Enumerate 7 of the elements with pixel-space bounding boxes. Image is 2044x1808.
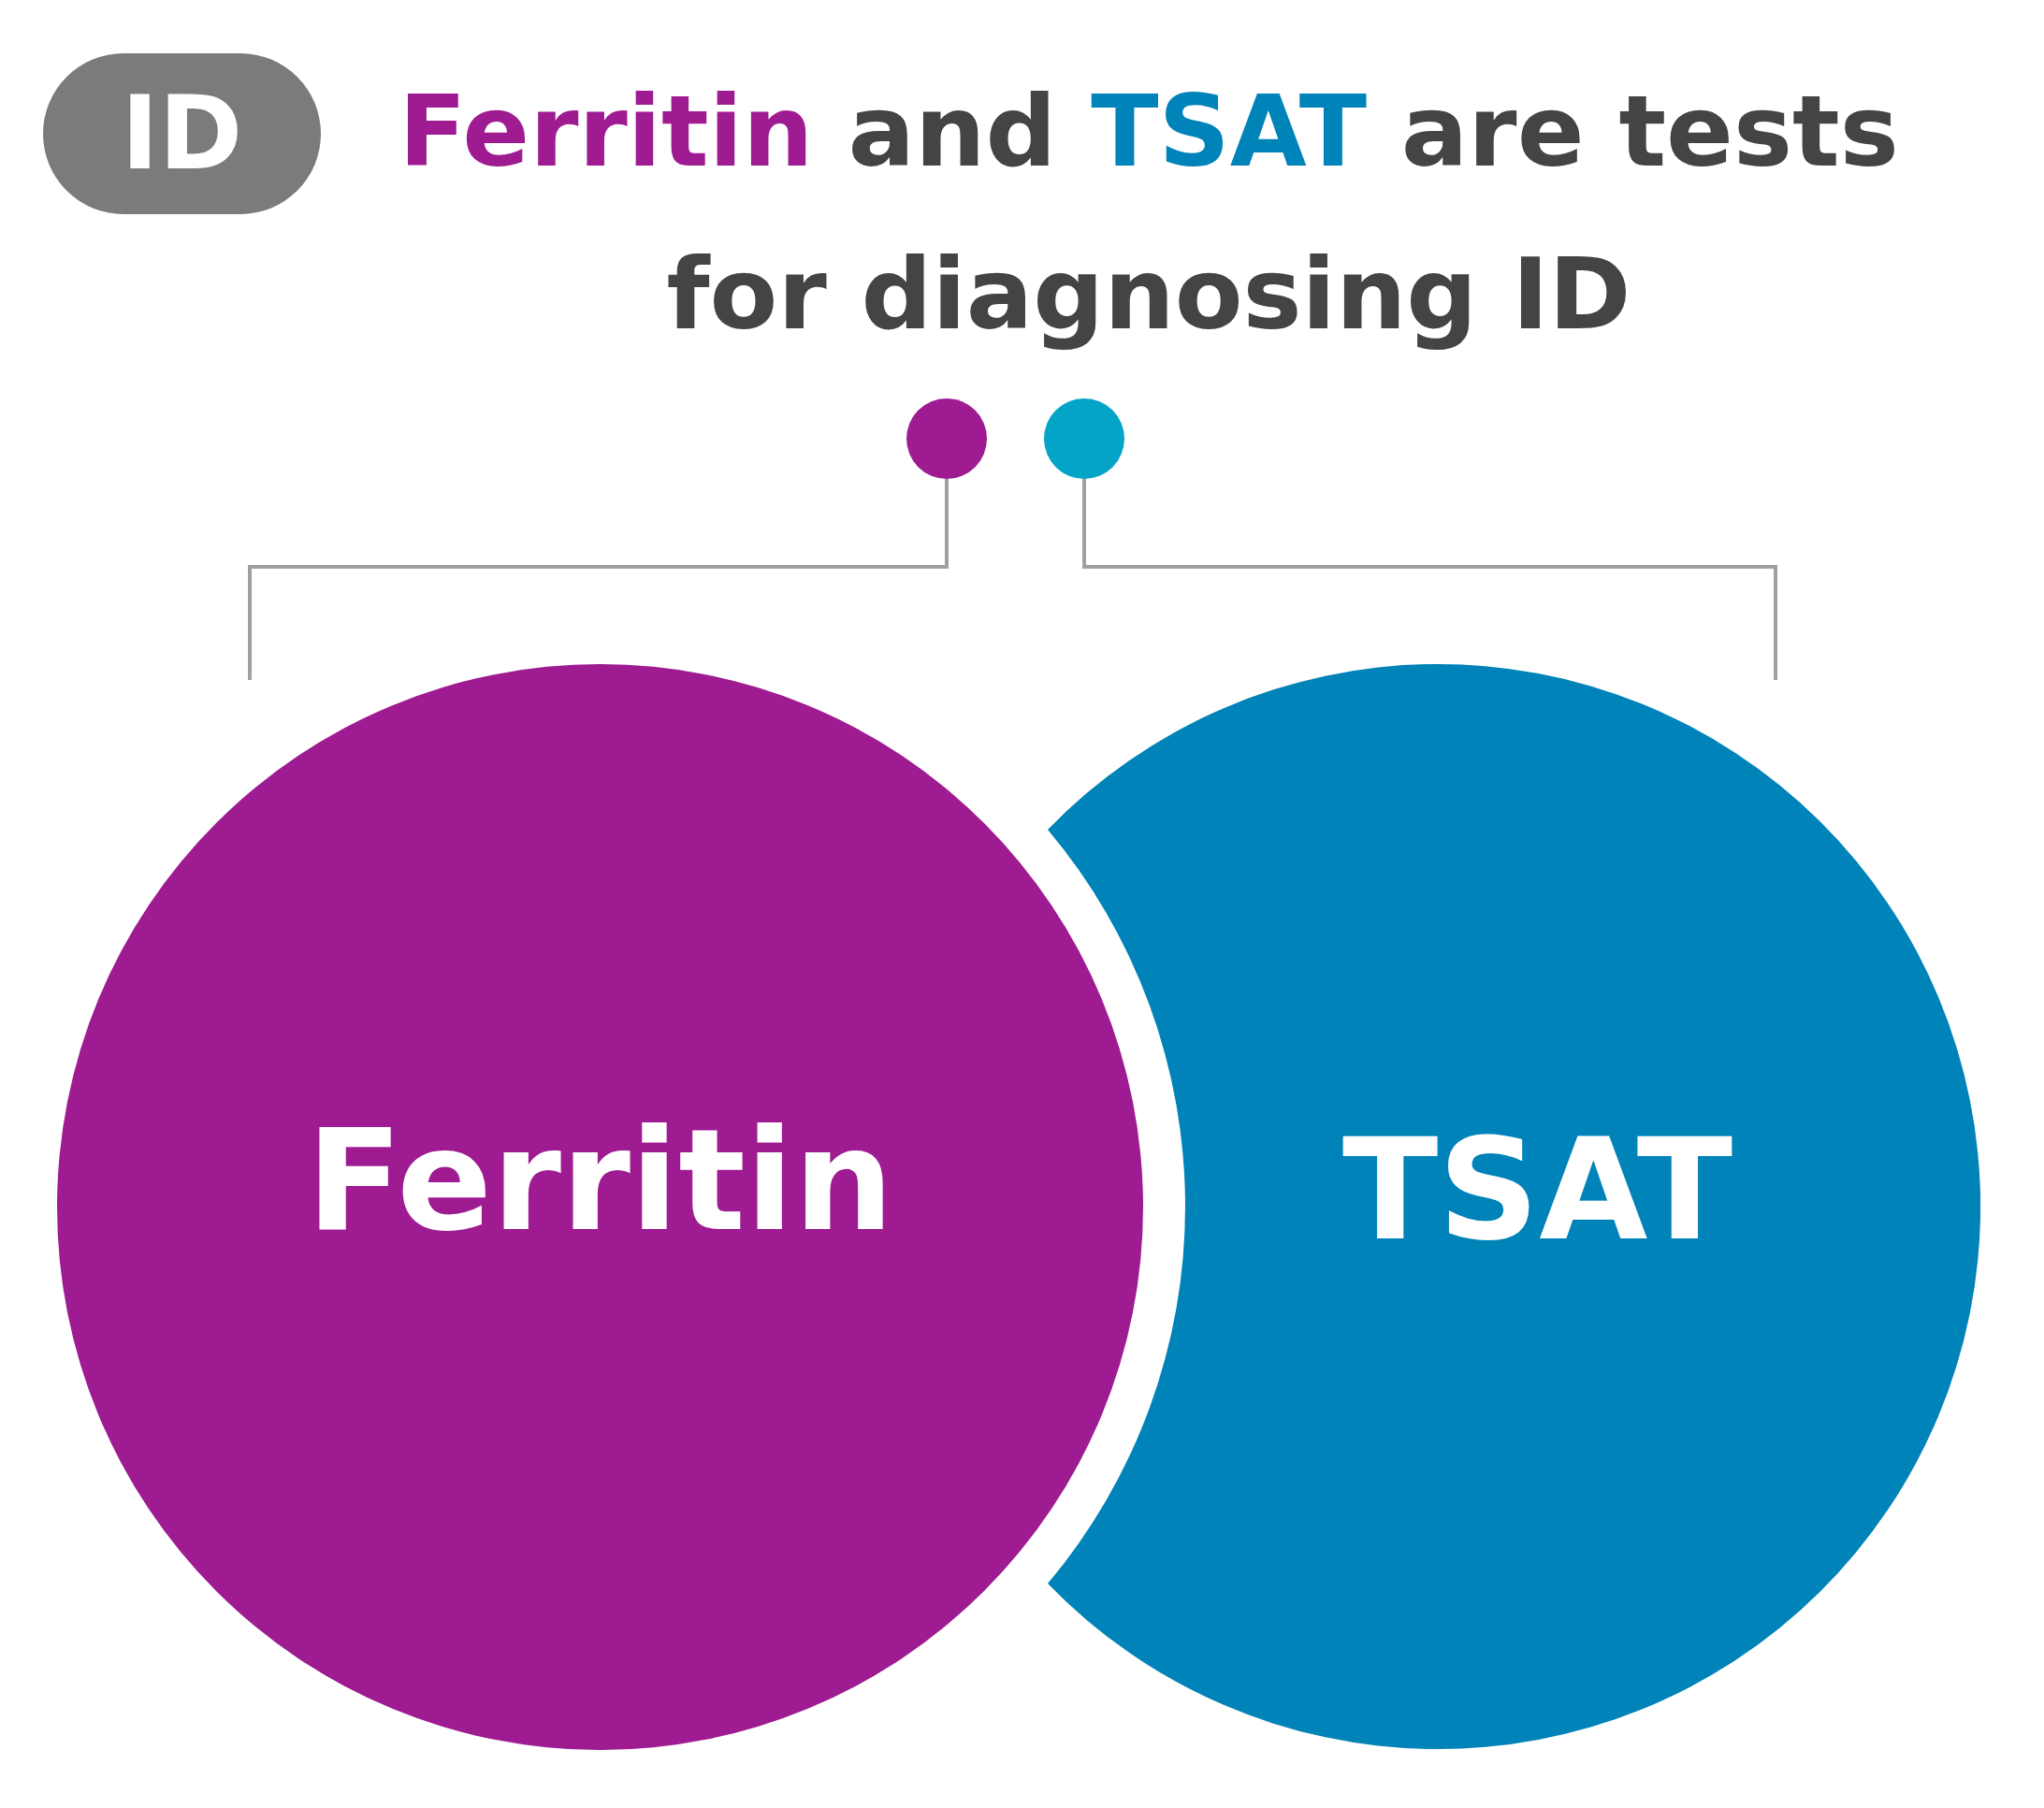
circle-label: Ferritin: [306, 1104, 894, 1258]
circle-label: TSAT: [1341, 1113, 1733, 1267]
title: Ferritin and TSAT are tests for diagnosing ID: [398, 73, 1900, 354]
pill-label: ID: [121, 78, 243, 190]
connector-line: [1082, 479, 1777, 680]
connector-line: [248, 479, 949, 680]
venn-circle: [57, 664, 1143, 1750]
